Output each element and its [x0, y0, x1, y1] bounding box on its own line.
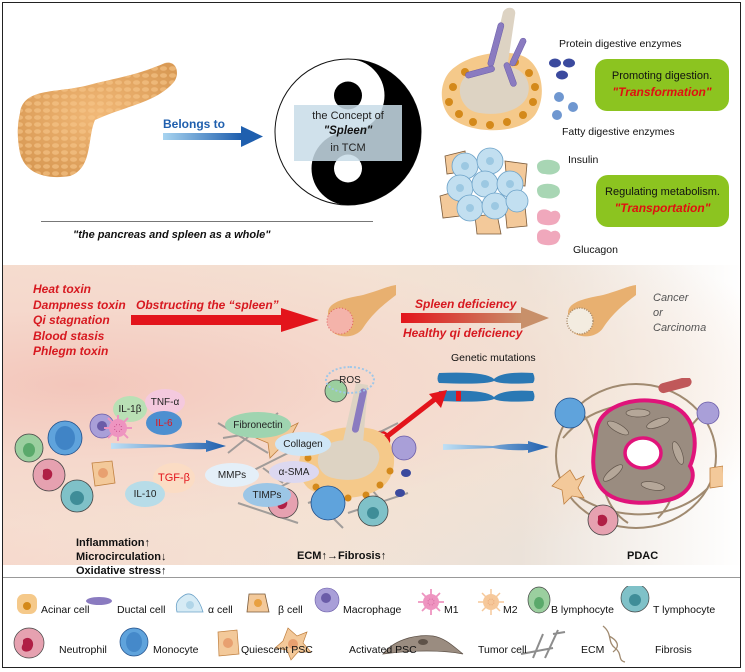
- legend-icons: [13, 586, 650, 663]
- caption-divider: [41, 221, 373, 222]
- il10-bubble: IL-10: [125, 481, 165, 507]
- legend-neutrophil: Neutrophil: [59, 644, 107, 656]
- legend-alpha-cell: α cell: [208, 604, 233, 616]
- legend-monocyte: Monocyte: [153, 644, 199, 656]
- cancer-line2: or: [653, 307, 663, 319]
- m1-macrophage-cell: [104, 415, 132, 441]
- transformation-box: Promoting digestion. "Transformation": [595, 59, 729, 111]
- transformation-line2: "Transformation": [612, 85, 712, 99]
- ecm-fibrosis-label: ECM↑→Fibrosis↑: [297, 550, 387, 562]
- cause-item: Heat toxin: [33, 282, 92, 296]
- legend-ductal-cell: Ductal cell: [117, 604, 166, 616]
- legend-activated-psc: Activated PSC: [349, 644, 417, 656]
- tnfa-bubble: TNF-α: [145, 389, 185, 415]
- il6-bubble: IL-6: [146, 411, 182, 435]
- neutrophil-icon: [13, 627, 45, 659]
- timps-bubble: TIMPs: [243, 483, 291, 507]
- legend-divider: [3, 577, 740, 578]
- hormones-illustration: [537, 159, 561, 246]
- quiescent-psc-icon: [217, 629, 240, 657]
- microcirculation-label: Microcirculation↓: [76, 551, 167, 563]
- pancreas-spleen-caption: "the pancreas and spleen as a whole": [73, 229, 271, 241]
- ros-bubble: ROS: [325, 366, 375, 394]
- legend-b-lymphocyte: B lymphocyte: [551, 604, 615, 616]
- belongs-to-arrow: [163, 126, 263, 147]
- macrophage-icon: [314, 587, 340, 613]
- pancreas-illustration: [17, 62, 177, 178]
- acinar-cell-icon: [17, 594, 37, 614]
- fibrosis-icon: [602, 625, 626, 663]
- inflamed-pancreas: [326, 285, 396, 337]
- legend-quiescent-psc: Quiescent PSC: [241, 644, 313, 656]
- concept-label-box: [294, 105, 402, 161]
- legend-t-lymphocyte: T lymphocyte: [653, 604, 716, 616]
- legend-macrophage: Macrophage: [343, 604, 402, 616]
- concept-line3: in TCM: [330, 142, 366, 154]
- pdac-label: PDAC: [627, 550, 659, 562]
- progression-arrow-2: [443, 441, 549, 453]
- monocyte-icon: [119, 627, 149, 657]
- legend-beta-cell: β cell: [278, 604, 303, 616]
- fibronectin-bubble: Fibronectin: [225, 412, 291, 438]
- cause-item: Dampness toxin: [33, 297, 126, 312]
- obstructing-spleen-label: Obstructing the “spleen”: [136, 298, 279, 312]
- pdac-tumor-illustration: [551, 378, 723, 536]
- cause-item: Qi stagnation: [33, 313, 110, 327]
- beta-cell-icon: [246, 593, 270, 613]
- transportation-line2: "Transportation": [614, 201, 711, 215]
- cause-item: Blood stasis: [33, 328, 105, 343]
- cancer-label: Cancer or Carcinoma: [653, 291, 706, 336]
- fatty-enzymes-label: Fatty digestive enzymes: [562, 126, 675, 138]
- t-lymphocyte-icon: [620, 586, 650, 613]
- legend-tumor-cell: Tumor cell: [478, 644, 527, 656]
- immune-cells-cluster: [14, 413, 116, 513]
- transportation-box: Regulating metabolism. "Transportation": [596, 175, 729, 227]
- legend-m2: M2: [503, 604, 518, 616]
- mmps-bubble: MMPs: [205, 463, 259, 487]
- inflammation-label: Inflammation↑: [76, 537, 150, 549]
- healthy-qi-deficiency-label: Healthy qi deficiency: [403, 326, 523, 340]
- acinus-illustration: [441, 7, 542, 131]
- m2-icon: [478, 589, 504, 615]
- collagen-bubble: Collagen: [275, 432, 331, 456]
- obstructing-arrow: [131, 308, 319, 332]
- oxidative-stress-label: Oxidative stress↑: [76, 565, 167, 577]
- chromosome-icon: [437, 372, 535, 402]
- tumor-cell-icon: [382, 635, 464, 655]
- transportation-line1: Regulating metabolism.: [605, 186, 720, 198]
- deficiency-arrow: [401, 307, 549, 329]
- genetic-mutations-label: Genetic mutations: [451, 352, 536, 364]
- asma-bubble: α-SMA: [269, 461, 319, 483]
- glucagon-label: Glucagon: [573, 244, 618, 256]
- insulin-label: Insulin: [568, 154, 599, 166]
- belongs-to-label: Belongs to: [163, 117, 225, 131]
- enzymes-illustration: [549, 58, 578, 120]
- legend-acinar-cell: Acinar cell: [41, 604, 90, 616]
- islet-illustration: [439, 147, 529, 235]
- alpha-cell-icon: [175, 593, 204, 613]
- concept-line2: "Spleen": [323, 125, 373, 137]
- cancer-line1: Cancer: [653, 292, 689, 304]
- tcm-causes-list: Heat toxin Dampness toxin Qi stagnation …: [33, 282, 126, 360]
- legend-fibrosis: Fibrosis: [655, 644, 692, 656]
- b-lymphocyte-icon: [527, 586, 551, 614]
- stage1-labels: Inflammation↑ Microcirculation↓ Oxidativ…: [76, 536, 167, 578]
- cancer-line3: Carcinoma: [653, 322, 707, 334]
- ductal-cell-icon: [86, 597, 112, 605]
- legend-m1: M1: [444, 604, 459, 616]
- activated-psc-icon: [274, 627, 312, 661]
- transformation-line1: Promoting digestion.: [611, 70, 713, 82]
- protein-enzymes-label: Protein digestive enzymes: [559, 38, 682, 50]
- spleen-deficiency-label: Spleen deficiency: [415, 297, 517, 311]
- m1-icon: [418, 589, 444, 615]
- ecm-icon: [520, 629, 566, 659]
- cause-item: Phlegm toxin: [33, 344, 109, 358]
- cancerous-pancreas: [566, 285, 636, 337]
- legend-ecm: ECM: [581, 644, 605, 656]
- concept-line1: the Concept of: [312, 110, 384, 122]
- progression-arrow-1: [111, 440, 226, 452]
